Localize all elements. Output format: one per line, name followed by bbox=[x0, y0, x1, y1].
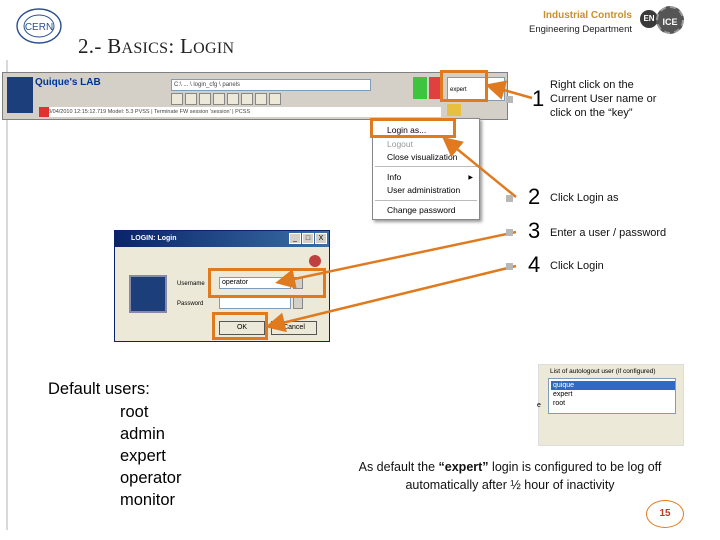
bullet-icon bbox=[506, 96, 513, 103]
toolbar-button[interactable] bbox=[269, 93, 281, 105]
window-controls: _ □ X bbox=[289, 233, 327, 244]
menu-item-close-visualization[interactable]: Close visualization bbox=[387, 152, 458, 162]
current-user-name: expert bbox=[450, 87, 467, 93]
toolbar-button[interactable] bbox=[213, 93, 225, 105]
highlight-login-as bbox=[370, 118, 456, 138]
list-item[interactable]: quique bbox=[551, 381, 675, 390]
close-button[interactable]: X bbox=[315, 233, 327, 244]
toolbar-buttons bbox=[171, 93, 371, 105]
menu-item-logout: Logout bbox=[387, 139, 413, 149]
bullet-icon bbox=[506, 229, 513, 236]
brand-industrial-controls: Industrial Controls bbox=[543, 10, 632, 21]
cern-logo-icon bbox=[129, 275, 167, 313]
bullet-icon bbox=[506, 195, 513, 202]
user-icon bbox=[309, 255, 321, 267]
ok-button[interactable]: OK bbox=[219, 321, 265, 335]
clipped-label: e bbox=[537, 402, 541, 409]
lab-name: Quique's LAB bbox=[35, 77, 101, 88]
highlight-ok bbox=[212, 312, 268, 340]
step-number: 1 bbox=[532, 86, 545, 111]
step-number: 4 bbox=[528, 252, 541, 277]
menu-separator bbox=[375, 200, 477, 201]
password-label: Password bbox=[177, 301, 204, 307]
highlight-username bbox=[208, 268, 326, 298]
toolbar-button[interactable] bbox=[255, 93, 267, 105]
step-text: Right click on the Current User name or … bbox=[550, 79, 657, 119]
toolbar-button[interactable] bbox=[227, 93, 239, 105]
ice-logo-icon: ICE bbox=[656, 6, 684, 34]
cancel-button[interactable]: Cancel bbox=[271, 321, 317, 335]
username-label: Username bbox=[177, 281, 205, 287]
svg-text:CERN: CERN bbox=[25, 22, 53, 33]
highlight-current-user bbox=[440, 70, 488, 102]
step-text: Click Login as bbox=[550, 192, 619, 204]
brand-engineering-department: Engineering Department bbox=[529, 24, 632, 35]
autologout-heading: List of autologout user (if configured) bbox=[550, 368, 656, 375]
cern-logo-icon: CERN bbox=[16, 8, 62, 44]
alarm-indicator-icon bbox=[39, 107, 49, 117]
toolbar-button[interactable] bbox=[241, 93, 253, 105]
default-users-heading: Default users: bbox=[48, 380, 150, 398]
app-toolbar: Quique's LAB C:\ ... \ login_cfg \ panel… bbox=[2, 72, 508, 120]
toolbar-button[interactable] bbox=[171, 93, 183, 105]
menu-item-login-as[interactable]: Login as... bbox=[387, 125, 427, 135]
list-item[interactable]: expert bbox=[553, 391, 573, 398]
status-green-button[interactable] bbox=[413, 77, 427, 99]
bullet-icon bbox=[506, 263, 513, 270]
step-number: 3 bbox=[528, 218, 541, 243]
toolbar-button[interactable] bbox=[185, 93, 197, 105]
maximize-button[interactable]: □ bbox=[302, 233, 314, 244]
page-title: 2.- BASICS: LOGIN bbox=[78, 34, 235, 58]
step-number: 2 bbox=[528, 184, 541, 209]
default-user: operator bbox=[120, 469, 182, 487]
menu-item-user-administration[interactable]: User administration bbox=[387, 185, 461, 195]
default-user: root bbox=[120, 403, 149, 421]
submenu-arrow-icon: ▶ bbox=[468, 175, 473, 181]
menu-separator bbox=[375, 166, 477, 167]
default-user: expert bbox=[120, 447, 166, 465]
status-red-button[interactable] bbox=[429, 77, 443, 99]
default-user: admin bbox=[120, 425, 165, 443]
step-text: Click Login bbox=[550, 260, 604, 272]
dialog-title: LOGIN: Login bbox=[115, 231, 329, 247]
step-text: Enter a user / password bbox=[550, 227, 667, 239]
snowflake-logo-icon bbox=[7, 77, 33, 113]
panel-path-field[interactable]: C:\ ... \ login_cfg \ panels bbox=[171, 79, 371, 91]
autologout-user-list[interactable]: quique expert root bbox=[548, 378, 676, 414]
toolbar-button[interactable] bbox=[199, 93, 211, 105]
key-icon[interactable] bbox=[447, 104, 461, 116]
page-number: 15 bbox=[646, 500, 684, 528]
password-input[interactable] bbox=[219, 297, 291, 309]
menu-item-info[interactable]: Info bbox=[387, 172, 402, 182]
autologout-note: As default the “expert” login is configu… bbox=[358, 460, 662, 492]
menu-item-change-password[interactable]: Change password bbox=[387, 205, 456, 215]
list-item[interactable]: root bbox=[553, 400, 566, 407]
status-bar: 28/04/2010 12:15:12.719 Model: 5.3 PVSS … bbox=[41, 107, 441, 117]
password-dropdown-button[interactable] bbox=[293, 297, 303, 309]
left-border-rule bbox=[6, 60, 8, 530]
en-logo-icon: EN bbox=[640, 10, 658, 28]
minimize-button[interactable]: _ bbox=[289, 233, 301, 244]
default-user: monitor bbox=[120, 491, 176, 509]
